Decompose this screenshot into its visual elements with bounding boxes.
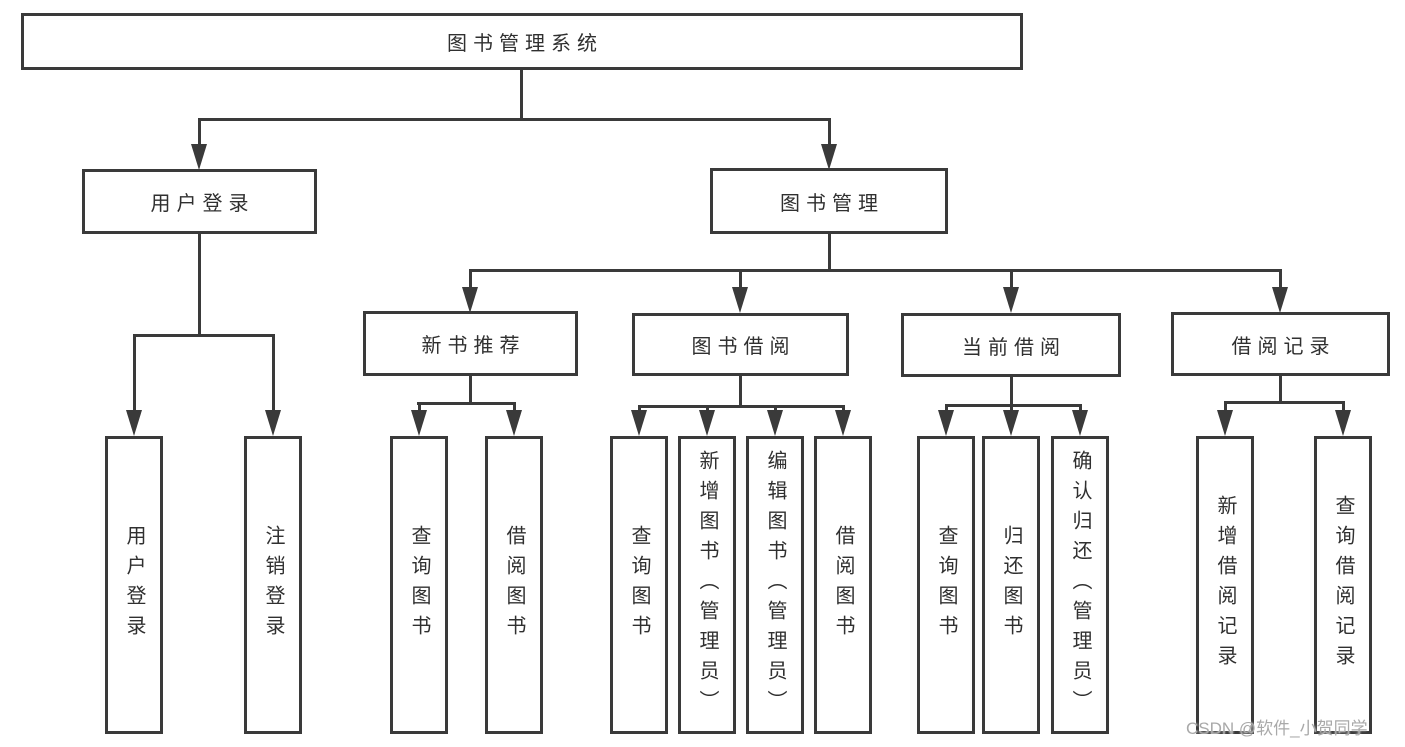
node-new-book-rec: 新书推荐 xyxy=(363,311,578,376)
edge-current-borrow-stem xyxy=(1010,377,1013,407)
node-book-mgmt-label: 图书管理 xyxy=(780,192,884,215)
edge-book-mgmt-bar xyxy=(469,269,1282,272)
edge-to-leaf-rec-query-drop xyxy=(418,402,421,412)
arrowhead-down-icon xyxy=(699,410,715,436)
leaf-br-query-record: 查询借阅记录 xyxy=(1314,436,1372,734)
leaf-bb-borrow-books-label: 借阅图书 xyxy=(832,525,854,645)
arrowhead-down-icon xyxy=(126,410,142,436)
leaf-bb-add-books-label: 新增图书（管理员） xyxy=(696,450,718,720)
node-current-borrow: 当前借阅 xyxy=(901,313,1121,377)
edge-user-login-stem xyxy=(198,234,201,337)
node-user-login-label: 用户登录 xyxy=(150,193,255,215)
leaf-br-add-record: 新增借阅记录 xyxy=(1196,436,1254,734)
edge-to-new-book-rec-drop xyxy=(469,269,472,291)
arrowhead-down-icon xyxy=(938,410,954,436)
arrowhead-down-icon xyxy=(1217,410,1233,436)
edge-book-mgmt-stem xyxy=(828,234,831,272)
leaf-cb-confirm-return: 确认归还（管理员） xyxy=(1051,436,1109,734)
leaf-user-login: 用户登录 xyxy=(105,436,163,734)
node-book-borrow: 图书借阅 xyxy=(632,313,849,376)
arrowhead-down-icon xyxy=(767,410,783,436)
leaf-cb-confirm-return-label: 确认归还（管理员） xyxy=(1069,450,1091,720)
leaf-bb-query-books-label: 查询图书 xyxy=(628,525,650,645)
leaf-rec-query-books-label: 查询图书 xyxy=(408,525,430,645)
edge-to-leaf-cb-query-drop xyxy=(945,404,948,414)
arrowhead-down-icon xyxy=(1272,287,1288,313)
edge-new-book-rec-stem xyxy=(469,376,472,405)
leaf-logout: 注销登录 xyxy=(244,436,302,734)
leaf-rec-borrow-books-label: 借阅图书 xyxy=(503,525,525,645)
arrowhead-down-icon xyxy=(462,287,478,313)
leaf-cb-query-books-label: 查询图书 xyxy=(935,525,957,645)
node-borrow-records: 借阅记录 xyxy=(1171,312,1390,376)
csdn-watermark: CSDN @软件_小贺同学 xyxy=(1186,719,1368,738)
node-user-login: 用户登录 xyxy=(82,169,317,234)
edge-new-book-rec-bar xyxy=(417,402,516,405)
edge-root-to-user-login-drop xyxy=(198,118,201,146)
leaf-bb-borrow-books: 借阅图书 xyxy=(814,436,872,734)
edge-root-to-book-mgmt-drop xyxy=(828,118,831,146)
node-book-mgmt: 图书管理 xyxy=(710,168,948,234)
node-current-borrow-label: 当前借阅 xyxy=(962,336,1066,359)
leaf-cb-query-books: 查询图书 xyxy=(917,436,975,734)
edge-to-leaf-cb-confirm-drop xyxy=(1079,404,1082,414)
edge-to-leaf-br-query-drop xyxy=(1342,401,1345,412)
arrowhead-down-icon xyxy=(265,410,281,436)
edge-to-leaf-bb-query-drop xyxy=(638,405,641,414)
arrowhead-down-icon xyxy=(191,144,207,170)
leaf-br-add-record-label: 新增借阅记录 xyxy=(1214,495,1236,675)
arrowhead-down-icon xyxy=(821,144,837,170)
edge-root-bar xyxy=(198,118,831,121)
leaf-user-login-label: 用户登录 xyxy=(123,525,145,645)
leaf-rec-query-books: 查询图书 xyxy=(390,436,448,734)
edge-current-borrow-bar xyxy=(945,404,1082,407)
leaf-bb-edit-books: 编辑图书（管理员） xyxy=(746,436,804,734)
arrowhead-down-icon xyxy=(1335,410,1351,436)
edge-to-current-borrow-drop xyxy=(1010,269,1013,291)
edge-to-leaf-bb-edit-drop xyxy=(774,405,777,414)
edge-to-leaf-bb-borrow-drop xyxy=(842,405,845,414)
edge-to-leaf-login-drop xyxy=(133,334,136,412)
edge-book-borrow-bar xyxy=(638,405,845,408)
arrowhead-down-icon xyxy=(411,410,427,436)
edge-to-leaf-br-add-drop xyxy=(1224,401,1227,412)
arrowhead-down-icon xyxy=(1003,287,1019,313)
node-new-book-rec-label: 新书推荐 xyxy=(421,335,526,357)
edge-to-leaf-bb-add-drop xyxy=(706,405,709,414)
leaf-cb-return-books-label: 归还图书 xyxy=(1000,525,1022,645)
node-borrow-records-label: 借阅记录 xyxy=(1231,335,1336,358)
leaf-bb-add-books: 新增图书（管理员） xyxy=(678,436,736,734)
edge-to-book-borrow-drop xyxy=(739,269,742,291)
edge-to-leaf-rec-borrow-drop xyxy=(513,402,516,412)
arrowhead-down-icon xyxy=(1003,410,1019,436)
edge-user-login-bar xyxy=(133,334,275,337)
edge-to-leaf-cb-return-drop xyxy=(1010,404,1013,414)
edge-borrow-records-bar xyxy=(1224,401,1344,404)
edge-to-borrow-records-drop xyxy=(1279,269,1282,291)
node-root: 图书管理系统 xyxy=(21,13,1023,70)
arrowhead-down-icon xyxy=(835,410,851,436)
node-root-label: 图书管理系统 xyxy=(447,33,603,55)
leaf-bb-edit-books-label: 编辑图书（管理员） xyxy=(764,450,786,720)
edge-to-leaf-logout-drop xyxy=(272,334,275,412)
node-book-borrow-label: 图书借阅 xyxy=(691,336,796,358)
edge-root-stem xyxy=(520,70,523,121)
arrowhead-down-icon xyxy=(1072,410,1088,436)
leaf-br-query-record-label: 查询借阅记录 xyxy=(1332,495,1354,675)
leaf-bb-query-books: 查询图书 xyxy=(610,436,668,734)
edge-book-borrow-stem xyxy=(739,376,742,408)
leaf-logout-label: 注销登录 xyxy=(262,525,284,645)
leaf-cb-return-books: 归还图书 xyxy=(982,436,1040,734)
arrowhead-down-icon xyxy=(732,287,748,313)
leaf-rec-borrow-books: 借阅图书 xyxy=(485,436,543,734)
edge-borrow-records-stem xyxy=(1279,376,1282,404)
arrowhead-down-icon xyxy=(506,410,522,436)
arrowhead-down-icon xyxy=(631,410,647,436)
